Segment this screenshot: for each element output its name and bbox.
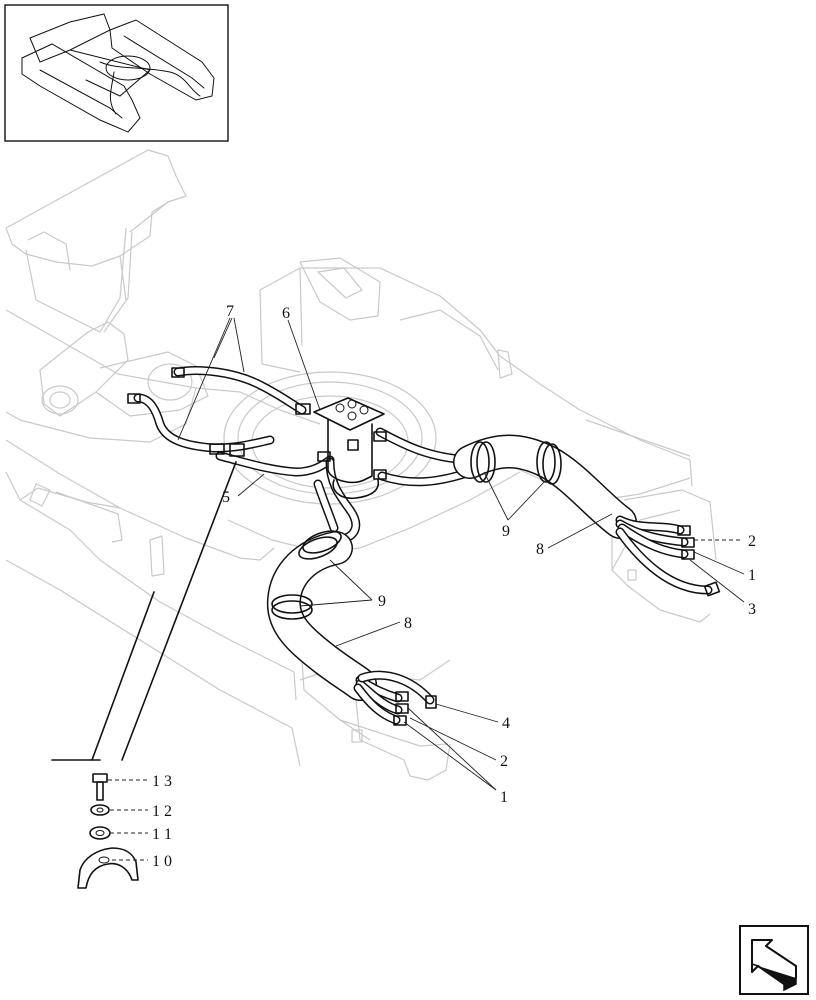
callout-12: 1 2 xyxy=(152,803,172,820)
callout-9-right: 9 xyxy=(502,523,510,540)
callout-6: 6 xyxy=(282,305,290,322)
next-page-arrow-icon[interactable] xyxy=(739,925,809,995)
callout-1-right: 1 xyxy=(748,567,756,584)
callout-8-lower: 8 xyxy=(404,615,412,632)
callout-2-right: 2 xyxy=(748,533,756,550)
machine-overview-thumbnail xyxy=(4,4,229,142)
callout-7: 7 xyxy=(226,303,234,320)
callout-4: 4 xyxy=(502,715,510,732)
hose-ends-right xyxy=(615,515,721,597)
undercarriage-frame xyxy=(5,149,717,781)
callout-5: 5 xyxy=(222,489,230,506)
callout-11: 1 1 xyxy=(152,826,172,843)
clamp-fastener-exploded xyxy=(51,461,237,889)
callout-1-lower: 1 xyxy=(500,789,508,806)
leader-lines xyxy=(108,317,745,861)
protective-sleeves xyxy=(266,434,637,701)
rotary-joint xyxy=(127,367,387,500)
callout-8-right: 8 xyxy=(536,541,544,558)
callout-13: 1 3 xyxy=(152,773,172,790)
callout-3: 3 xyxy=(748,601,756,618)
callout-2-lower: 2 xyxy=(500,753,508,770)
hose-ends-lower xyxy=(353,670,437,726)
callout-9-lower: 9 xyxy=(378,593,386,610)
callout-10: 1 0 xyxy=(152,853,172,870)
hydraulic-hoses xyxy=(133,366,475,543)
callout-numbers: 7 6 5 9 9 8 8 2 1 3 4 2 1 1 3 1 2 1 1 1 … xyxy=(152,303,756,870)
